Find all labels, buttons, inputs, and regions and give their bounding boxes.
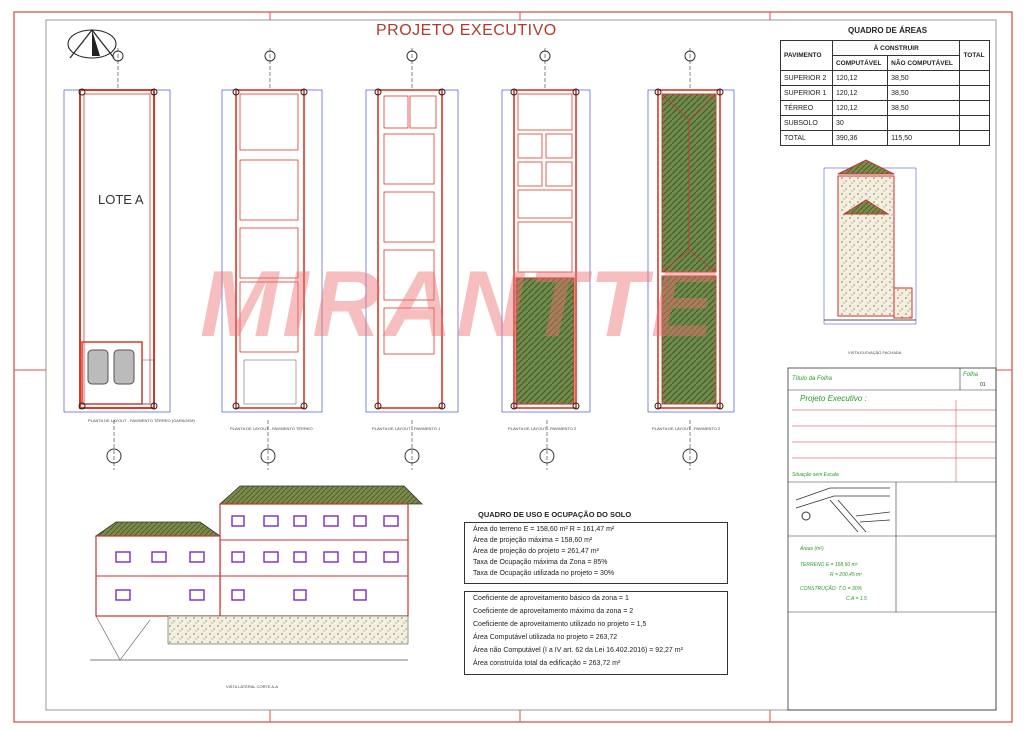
table-row: TÉRREO 120,12 38,50 [780, 100, 990, 116]
title-block-situacao: Situação sem Escala [792, 472, 839, 478]
cell-pavimento: TOTAL [780, 130, 833, 146]
cell-nao-computavel: 38,50 [887, 85, 961, 101]
cell-computavel: 120,12 [831, 100, 889, 116]
uso-line: Área não Computável (I a IV art. 62 da L… [473, 647, 683, 654]
watermark: MIRANTTE [200, 251, 718, 356]
title-block-header: Título da Folha [792, 376, 833, 382]
title-block-project: Projeto Executivo : [800, 394, 867, 403]
cell-computavel: 120,12 [831, 85, 889, 101]
plan-caption: VISTA LATERAL CORTE A-A [226, 684, 279, 689]
cell-total [959, 115, 990, 131]
uso-line: Área construída total da edificação = 26… [473, 660, 621, 667]
col-pavimento: PAVIMENTO [780, 40, 833, 71]
col-total: TOTAL [959, 40, 990, 71]
cell-pavimento: TÉRREO [780, 100, 833, 116]
col-a-construir: À CONSTRUIR [831, 40, 961, 56]
title-block-areas-label: Áreas (m²) [800, 546, 824, 552]
table-row: SUBSOLO 30 [780, 115, 990, 131]
cell-total [959, 130, 990, 146]
table-row: SUPERIOR 2 120,12 38,50 [780, 70, 990, 86]
uso-solo-box-ocupacao: Área do terreno E = 158,60 m² R = 161,47… [464, 522, 728, 584]
cell-total [959, 85, 990, 101]
sheet-border [13, 11, 1013, 723]
north-arrow-icon [67, 29, 117, 59]
uso-line: Área do terreno E = 158,60 m² R = 161,47… [473, 526, 615, 533]
col-computavel: COMPUTÁVEL [831, 55, 889, 71]
plan-caption: PLANTA DE LAYOUT - PAVIMENTO 2 [508, 426, 577, 431]
title-block-ca: C.A = 1.5 [846, 596, 867, 602]
uso-line: Taxa de Ocupação máxima da Zona = 85% [473, 559, 608, 566]
cell-nao-computavel: 38,50 [887, 100, 961, 116]
cell-nao-computavel: 115,50 [887, 130, 961, 146]
title-block-construcao: CONSTRUÇÃO: T.O = 30% [800, 586, 862, 592]
plan-caption: PLANTA DE LAYOUT - PAVIMENTO 1 [372, 426, 441, 431]
uso-line: Área de projeção do projeto = 261,47 m² [473, 548, 599, 555]
plan-pavimento-1 [365, 48, 459, 470]
plan-lote-a [63, 48, 171, 470]
cell-pavimento: SUPERIOR 2 [780, 70, 833, 86]
uso-line: Área Computável utilizada no projeto = 2… [473, 634, 618, 641]
cell-total [959, 100, 990, 116]
cell-computavel: 390,36 [831, 130, 889, 146]
plan-caption: VISTA ELEVAÇÃO FACHADA [848, 350, 902, 355]
facade-elevation [823, 159, 917, 325]
table-row: TOTAL 390,36 115,50 [780, 130, 990, 146]
uso-line: Área de projeção máxima = 158,60 m² [473, 537, 593, 544]
col-nao-computavel: NÃO COMPUTÁVEL [887, 55, 961, 71]
cell-computavel: 120,12 [831, 70, 889, 86]
uso-line: Coeficiente de aproveitamento básico da … [473, 595, 629, 602]
plan-terreo [221, 48, 323, 470]
plan-caption: PLANTA DE LAYOUT - PAVIMENTO TÉRREO (GAR… [88, 418, 195, 423]
cell-computavel: 30 [831, 115, 889, 131]
areas-table: PAVIMENTO À CONSTRUIR TOTAL COMPUTÁVEL N… [780, 40, 990, 146]
side-elevation [90, 485, 423, 661]
plan-caption: PLANTA DE LAYOUT - PAVIMENTO TÉRREO [230, 426, 313, 431]
uso-line: Coeficiente de aproveitamento máximo da … [473, 608, 634, 615]
table-row: SUPERIOR 1 120,12 38,50 [780, 85, 990, 101]
uso-line: Taxa de Ocupação utilizada no projeto = … [473, 570, 615, 577]
title-block-folha-label: Folha [963, 372, 979, 378]
cell-total [959, 70, 990, 86]
title-block-terreno-e: TERRENO E = 158,60 m² [800, 562, 858, 568]
uso-solo-box-coeficientes: Coeficiente de aproveitamento básico da … [464, 591, 728, 675]
plan-caption: PLANTA DE LAYOUT - PAVIMENTO 2 [652, 426, 721, 431]
lot-label: LOTE A [98, 192, 144, 207]
cell-pavimento: SUPERIOR 1 [780, 85, 833, 101]
cell-nao-computavel [887, 115, 961, 131]
plan-pavimento-2 [501, 48, 591, 470]
uso-line: Coeficiente de aproveitamento utilizado … [473, 621, 647, 628]
page-title: PROJETO EXECUTIVO [376, 22, 557, 39]
plan-cobertura [647, 48, 735, 470]
title-block-folha-num: 01 [980, 382, 986, 388]
cell-pavimento: SUBSOLO [780, 115, 833, 131]
title-block-terreno-r: R = 200,45 m² [830, 572, 862, 578]
cell-nao-computavel: 38,50 [887, 70, 961, 86]
areas-table-title: QUADRO DE ÁREAS [848, 26, 928, 35]
uso-solo-title: QUADRO DE USO E OCUPAÇÃO DO SOLO [478, 510, 632, 519]
title-block [787, 367, 997, 711]
